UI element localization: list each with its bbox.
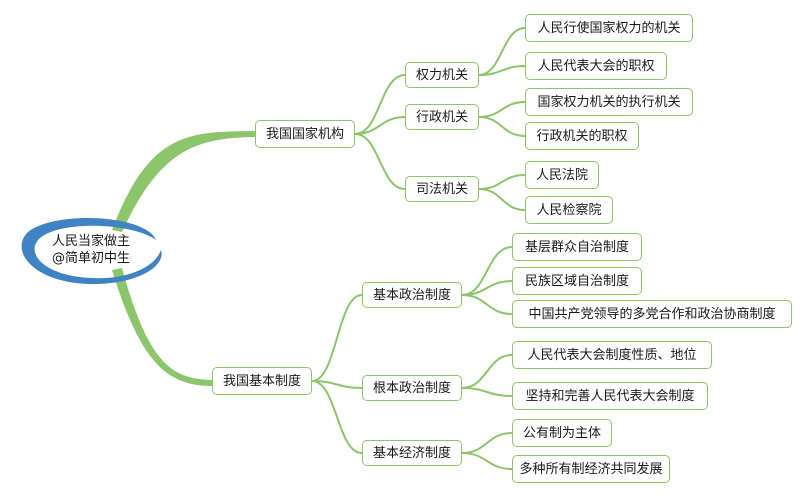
link-group-basic-political-system-to-item-political-3 (461, 294, 513, 315)
group-basic-political-system: 基本政治制度 (362, 282, 462, 308)
item-fundamental-1: 人民代表大会制度性质、地位 (512, 341, 712, 369)
link-group-administrative-organs-to-item-admin-2 (478, 116, 526, 137)
item-political-1: 基层群众自治制度 (512, 233, 642, 261)
item-power-1: 人民行使国家权力的机关 (525, 14, 693, 42)
link-branch-basic-systems-to-group-basic-political-system (311, 294, 363, 382)
item-economic-1: 公有制为主体 (512, 419, 612, 447)
item-admin-1: 国家权力机关的执行机关 (525, 88, 693, 116)
link-group-fundamental-political-system-to-item-fundamental-2 (461, 387, 513, 397)
item-judicial-2: 人民检察院 (525, 196, 613, 224)
item-fundamental-2: 坚持和完善人民代表大会制度 (512, 382, 708, 410)
item-power-2: 人民代表大会的职权 (525, 52, 667, 80)
link-branch-basic-systems-to-group-fundamental-political-system (311, 380, 363, 389)
link-group-basic-economic-system-to-item-economic-2 (461, 452, 513, 470)
link-branch-state-organs-to-group-power-organs (354, 74, 406, 135)
link-branch-state-organs-to-group-judicial-organs (354, 133, 406, 190)
link-group-judicial-organs-to-item-judicial-2 (478, 188, 526, 211)
link-group-administrative-organs-to-item-admin-1 (478, 101, 526, 118)
link-group-fundamental-political-system-to-item-fundamental-1 (461, 354, 513, 389)
link-branch-basic-systems-to-group-basic-economic-system (311, 380, 363, 454)
group-administrative-organs: 行政机关 (405, 104, 479, 130)
link-group-power-organs-to-item-power-2 (478, 65, 526, 76)
root-title: 人民当家做主 (51, 234, 130, 249)
item-judicial-1: 人民法院 (525, 161, 599, 189)
item-economic-2: 多种所有制经济共同发展 (512, 455, 670, 483)
group-judicial-organs: 司法机关 (405, 176, 479, 202)
link-group-power-organs-to-item-power-1 (478, 27, 526, 76)
group-fundamental-political-system: 根本政治制度 (362, 375, 462, 401)
branch-state-organs: 我国国家机构 (255, 120, 355, 148)
item-admin-2: 行政机关的职权 (525, 122, 639, 150)
item-political-2: 民族区域自治制度 (512, 267, 642, 295)
link-group-basic-economic-system-to-item-economic-1 (461, 432, 513, 454)
group-power-organs: 权力机关 (405, 62, 479, 88)
link-branch-state-organs-to-group-administrative-organs (354, 116, 406, 135)
item-political-3: 中国共产党领导的多党合作和政治协商制度 (512, 300, 792, 328)
root-subtitle: @简单初中生 (51, 251, 130, 266)
branch-basic-systems: 我国基本制度 (212, 367, 312, 395)
group-basic-economic-system: 基本经济制度 (362, 440, 462, 466)
root-node: 人民当家做主 @简单初中生 (16, 210, 166, 290)
link-root-branch-0 (112, 131, 255, 232)
link-group-judicial-organs-to-item-judicial-1 (478, 174, 526, 190)
